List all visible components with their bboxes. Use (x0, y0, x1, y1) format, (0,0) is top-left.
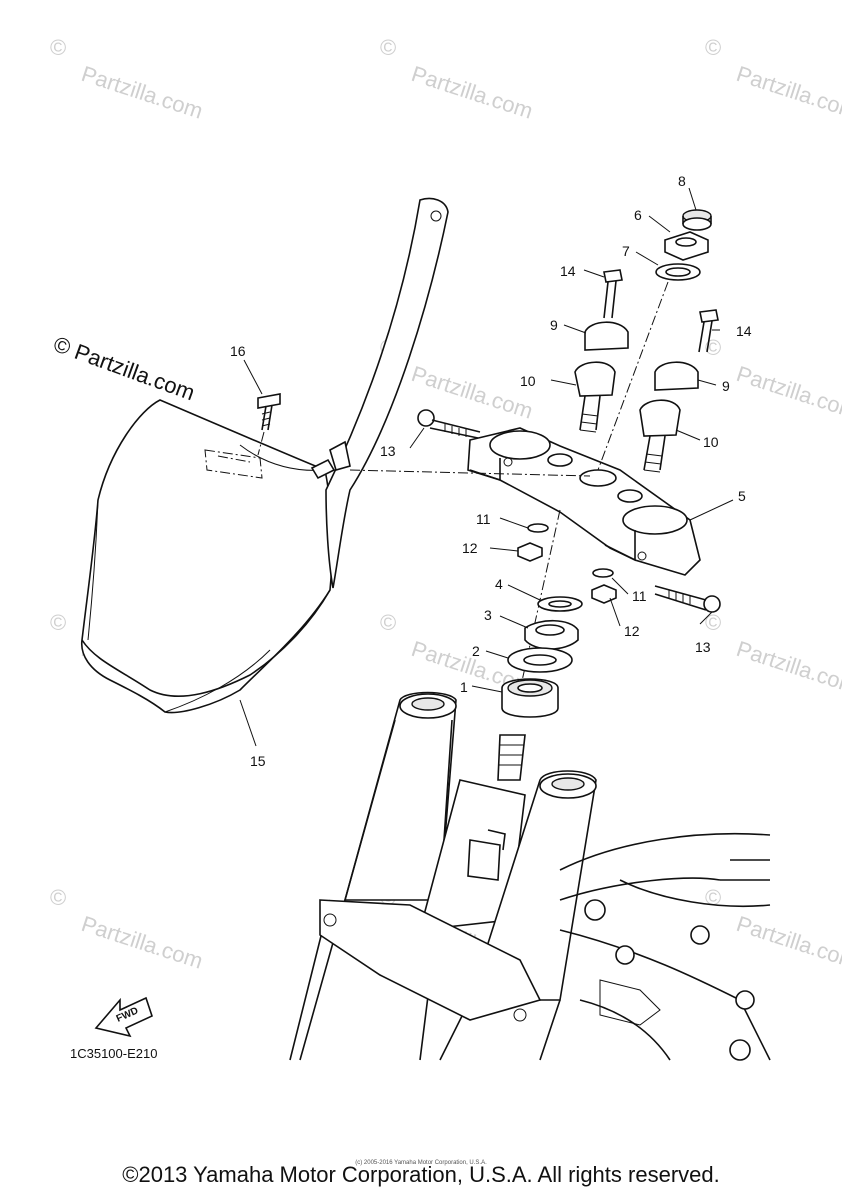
label-part-10: 10 (703, 434, 719, 450)
nut-12-left (517, 542, 543, 562)
watermark-symbol: © (705, 610, 721, 635)
label-part-9: 9 (550, 317, 558, 333)
steering-stem-nut (664, 231, 709, 261)
label-part-7: 7 (622, 243, 630, 259)
label-part-3: 3 (484, 607, 492, 623)
watermark-symbol: © (705, 35, 721, 60)
center-line-plate (349, 469, 591, 477)
label-part-16: 16 (230, 343, 246, 359)
leader-lines (239, 187, 734, 747)
watermark-text: Partzilla.com (408, 61, 535, 124)
pinch-bolt-right (654, 585, 721, 613)
label-part-4: 4 (495, 576, 503, 592)
tiny-credit: (c) 2005-2016 Yamaha Motor Corporation, … (355, 1160, 487, 1166)
label-part-9: 9 (722, 378, 730, 394)
holder-bolt-left (603, 269, 623, 319)
washer-4 (537, 596, 583, 612)
label-part-15: 15 (250, 753, 266, 769)
label-part-14: 14 (560, 263, 576, 279)
upper-triple-clamp (467, 427, 701, 576)
label-part-2: 2 (472, 643, 480, 659)
watermark-text: Partzilla.com (733, 61, 842, 124)
label-part-11: 11 (632, 588, 647, 604)
label-part-14: 14 (736, 323, 752, 339)
label-part-12: 12 (624, 623, 640, 639)
number-plate (81, 197, 449, 714)
washer-11-left (527, 523, 549, 533)
diagram-code: 1C35100-E210 (70, 1046, 158, 1061)
label-part-11: 11 (476, 511, 491, 527)
watermark-symbol: © (705, 885, 721, 910)
watermark-text: Partzilla.com (78, 911, 205, 974)
handlebar-holder-right (639, 361, 699, 473)
label-part-10: 10 (520, 373, 536, 389)
watermark-symbol: © (50, 35, 66, 60)
label-part-8: 8 (678, 173, 686, 189)
watermark-text: Partzilla.com (78, 61, 205, 124)
fwd-arrow-icon: FWD (94, 996, 153, 1038)
watermark-text: Partzilla.com (733, 636, 842, 699)
copyright-text: ©2013 Yamaha Motor Corporation, U.S.A. A… (122, 1162, 720, 1187)
watermark-symbol: © (50, 885, 66, 910)
watermark-text: Partzilla.com (733, 911, 842, 974)
label-part-6: 6 (634, 207, 642, 223)
fork-and-frame (289, 691, 771, 1061)
handlebar-holder-left (574, 321, 629, 433)
bearing-1 (501, 678, 559, 718)
watermark-symbol: © (380, 610, 396, 635)
watermark-symbol: © (50, 610, 66, 635)
ring-nut-3 (524, 619, 579, 650)
nut-12-right (591, 584, 617, 604)
washer-11-right (592, 568, 614, 578)
label-part-1: 1 (460, 679, 468, 695)
holder-bolt-right (698, 309, 719, 353)
steering-nut-top (682, 209, 712, 231)
watermark-symbol: © (380, 35, 396, 60)
center-line-stem (597, 281, 669, 471)
washer-7 (655, 263, 701, 281)
label-part-13: 13 (695, 639, 711, 655)
watermark-prominent: © Partzilla.com (50, 331, 198, 405)
label-part-5: 5 (738, 488, 746, 504)
label-part-13: 13 (380, 443, 396, 459)
part-labels: 8 6 7 14 9 10 14 9 10 5 13 13 11 12 11 1… (230, 173, 752, 769)
label-part-12: 12 (462, 540, 478, 556)
bearing-cover-2 (507, 647, 573, 673)
pinch-bolt-left (417, 409, 481, 439)
watermark-text: Partzilla.com (733, 361, 842, 424)
